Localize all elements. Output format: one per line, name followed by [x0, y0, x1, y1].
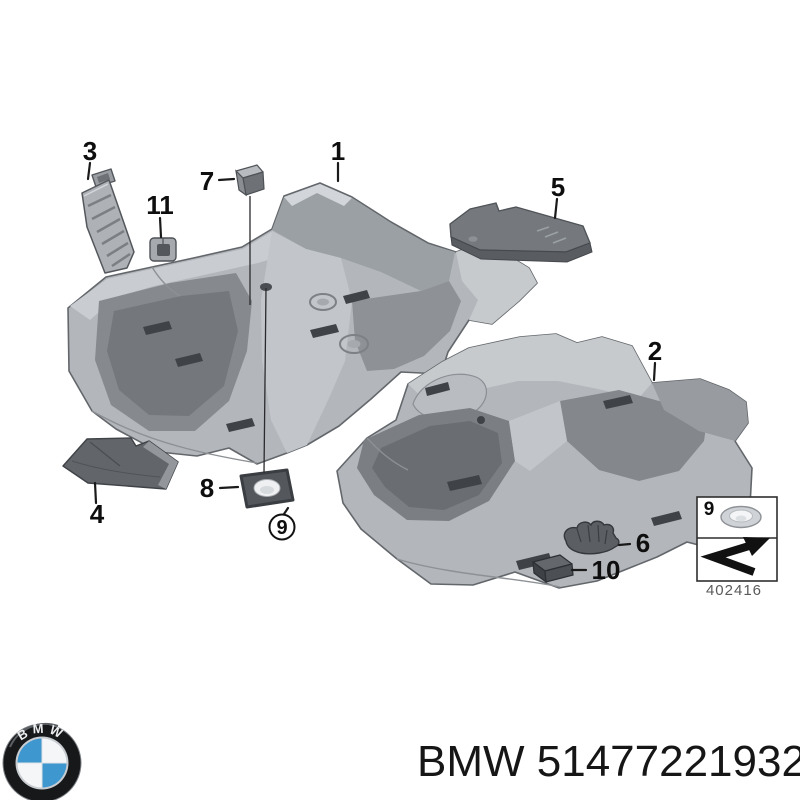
trim-panel-part [449, 202, 593, 263]
bracket-part [235, 164, 265, 197]
callout-label-4: 4 [90, 499, 105, 529]
bmw-logo: BMW [2, 721, 82, 800]
washer-icon [720, 505, 762, 529]
callout-label-11: 11 [146, 190, 174, 220]
rear-carpet-part [336, 333, 753, 589]
direction-arrow-icon [700, 537, 770, 576]
inset-code: 402416 [706, 582, 762, 599]
callout-label-3: 3 [83, 136, 97, 166]
part-number-text: BMW 51477221932 [417, 737, 800, 786]
logo-quadrant-tl [17, 738, 42, 764]
insulation-mat-part [62, 437, 179, 490]
callout-label-8: 8 [200, 473, 214, 503]
clip-part [149, 237, 177, 262]
logo-quadrant-bl [17, 763, 42, 788]
logo-quadrant-br [42, 763, 67, 788]
callout-circle-9 [268, 513, 296, 541]
callout-label-6: 6 [636, 528, 650, 558]
footrest-part [81, 168, 135, 274]
callout-label-7: 7 [200, 166, 214, 196]
legend-inset: 9 402416 [696, 496, 778, 599]
inset-callout-label: 9 [704, 499, 715, 520]
leader-lines [86, 161, 657, 572]
logo-quadrant-tr [42, 738, 67, 763]
callout-label-2: 2 [648, 336, 662, 366]
grommet-part [239, 468, 295, 509]
logo-letters: BMW [15, 721, 69, 744]
callout-label-10: 10 [592, 555, 621, 585]
callout-label-9: 9 [276, 517, 287, 539]
foam-block-part [532, 554, 574, 584]
pad-part [563, 520, 620, 555]
callout-label-5: 5 [551, 172, 565, 202]
callout-labels: 3 11 7 1 5 2 4 8 6 10 9 [83, 136, 662, 585]
front-carpet-part [67, 182, 538, 465]
callout-label-1: 1 [331, 136, 345, 166]
